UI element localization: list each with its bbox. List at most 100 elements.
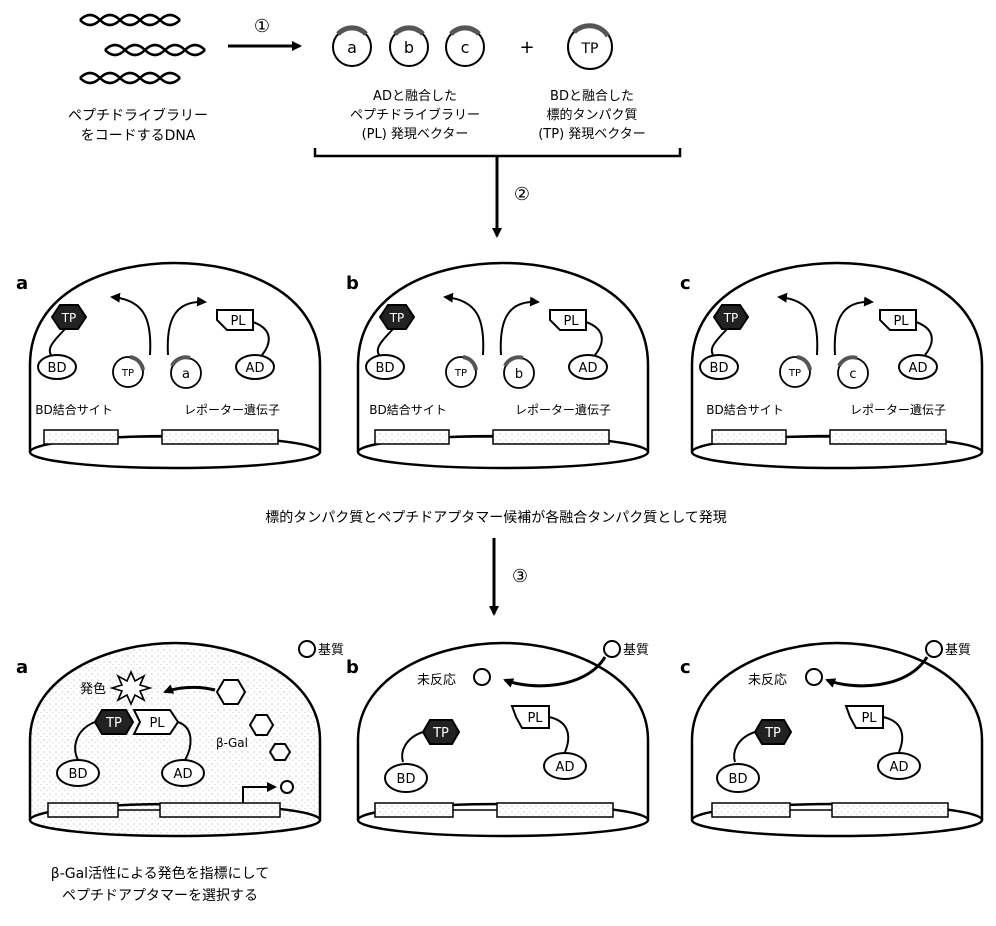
dna-helix-icon (79, 13, 181, 27)
plasmid-c-label: c (461, 38, 470, 57)
reporter-label: レポーター遺伝子 (184, 402, 280, 417)
tp-label: TP (432, 726, 449, 741)
pl-label: PL (230, 314, 246, 329)
starburst-icon (109, 670, 153, 706)
bracket (313, 148, 682, 158)
dna-label-line1: ペプチドライブラリー (68, 107, 208, 124)
bd-label: BD (729, 772, 748, 787)
ad-label: AD (890, 760, 909, 775)
cell-panel-c: c TP BD TP c PL AD BD結合サイト レポーター遺伝子 (680, 261, 984, 470)
bd-site-label: BD結合サイト (706, 402, 783, 417)
pl-label: PL (893, 314, 909, 329)
step3-label: ③ (512, 566, 528, 587)
substrate-label: 基質 (623, 643, 649, 658)
cell-panel-b: b TP BD TP b PL AD BD結合サイト レポーター遺伝子 (346, 261, 650, 470)
step2-label: ② (514, 184, 530, 205)
plasmid-b-label: b (404, 38, 414, 57)
bd-label: BD (397, 772, 416, 787)
plasmid-tp: TP (567, 23, 613, 70)
panel-letter: a (16, 657, 28, 678)
pl-label: PL (861, 711, 877, 726)
pl-pentagon (216, 309, 254, 331)
tp-label: TP (723, 311, 739, 325)
dna-library: ペプチドライブラリー をコードするDNA (68, 13, 208, 144)
step3-arrow: ③ (489, 538, 528, 616)
plasmid-label: c (849, 367, 856, 382)
step2-arrow: ② (492, 157, 530, 238)
plasmid-a-label: a (347, 38, 357, 57)
bottom-caption-line1: β-Gal活性による発色を指標にして (51, 865, 269, 882)
ad-label: AD (909, 361, 928, 376)
plasmid-tp-label: TP (581, 41, 599, 57)
result-panel-b: b 基質 未反応 TP BD PL AD (346, 640, 650, 838)
step1-label: ① (254, 16, 270, 37)
tp-hexagon (93, 709, 135, 735)
plus-sign: + (519, 37, 534, 58)
panel-letter: b (346, 273, 359, 294)
pl-label: PL (149, 716, 165, 731)
panel-letter: a (16, 273, 28, 294)
dna-helix-icon (104, 43, 206, 57)
pl-pentagon (844, 705, 884, 729)
plasmid-b: b (389, 25, 429, 67)
panel-letter: c (680, 657, 691, 678)
no-reaction-label: 未反応 (417, 673, 456, 688)
ad-label: AD (579, 361, 598, 376)
bd-label: BD (376, 361, 395, 376)
pl-label: PL (563, 314, 579, 329)
ad-vector-label-line2: ペプチドライブラリー (350, 107, 480, 123)
bd-vector-label-line3: (TP) 発現ベクター (538, 127, 646, 142)
pl-label: PL (527, 711, 543, 726)
bd-label: BD (710, 361, 729, 376)
bd-vector-label-line2: 標的タンパク質 (546, 107, 637, 123)
panel-letter: b (346, 657, 359, 678)
dna-label-line2: をコードするDNA (81, 128, 196, 144)
bottom-caption-line2: ペプチドアプタマーを選択する (62, 888, 258, 904)
bd-vector-label-line1: BDと融合した (550, 89, 634, 104)
substrate-label: 基質 (945, 643, 971, 658)
tp-label: TP (389, 311, 405, 325)
tp-label: TP (105, 716, 122, 731)
dna-helix-icon (79, 71, 181, 85)
plasmid-a: a (332, 25, 372, 67)
bd-label: BD (48, 361, 67, 376)
tp-hexagon (50, 304, 88, 330)
middle-caption: 標的タンパク質とペプチドアプタマー候補が各融合タンパク質として発現 (265, 510, 727, 526)
panel-letter: c (680, 273, 691, 294)
pl-pentagon (879, 309, 917, 331)
bgal-hexagon (215, 679, 247, 705)
tp-hexagon (753, 719, 793, 745)
bd-site-label: BD結合サイト (369, 402, 446, 417)
plasmid-c: c (445, 25, 485, 67)
plasmid-label: b (515, 367, 523, 382)
tp-hexagon (378, 304, 416, 330)
step1-arrow: ① (228, 16, 302, 51)
result-panel-c: c 基質 未反応 TP BD PL AD (680, 640, 984, 838)
color-dev-label: 発色 (80, 681, 106, 697)
pl-pentagon (132, 709, 180, 735)
no-reaction-label: 未反応 (748, 673, 787, 688)
ad-label: AD (246, 361, 265, 376)
tp-label: TP (764, 726, 781, 741)
tp-hexagon (421, 719, 461, 745)
reporter-label: レポーター遺伝子 (515, 402, 611, 417)
pl-pentagon (549, 309, 587, 331)
ad-label: AD (174, 767, 193, 782)
ad-vector-label-line1: ADと融合した (373, 89, 457, 104)
reporter-label: レポーター遺伝子 (850, 402, 946, 417)
substrate-label: 基質 (318, 643, 344, 658)
ad-vector-label-line3: (PL) 発現ベクター (362, 127, 469, 142)
bgal-label: β-Gal (216, 736, 248, 750)
plasmid-label: a (182, 367, 190, 382)
tp-hexagon (712, 304, 750, 330)
tp-plasmid-label: TP (788, 368, 801, 379)
bd-site-label: BD結合サイト (35, 402, 112, 417)
pl-pentagon (510, 705, 550, 729)
result-panel-a: a 基質 発色 TP PL BD AD β-Gal (16, 640, 344, 838)
tp-label: TP (61, 311, 77, 325)
bd-label: BD (69, 767, 88, 782)
cell-panel-a: a TP BD TP a PL AD BD結合サイト レポーター遺伝子 (16, 261, 322, 470)
tp-plasmid-label: TP (121, 368, 134, 379)
ad-label: AD (556, 760, 575, 775)
